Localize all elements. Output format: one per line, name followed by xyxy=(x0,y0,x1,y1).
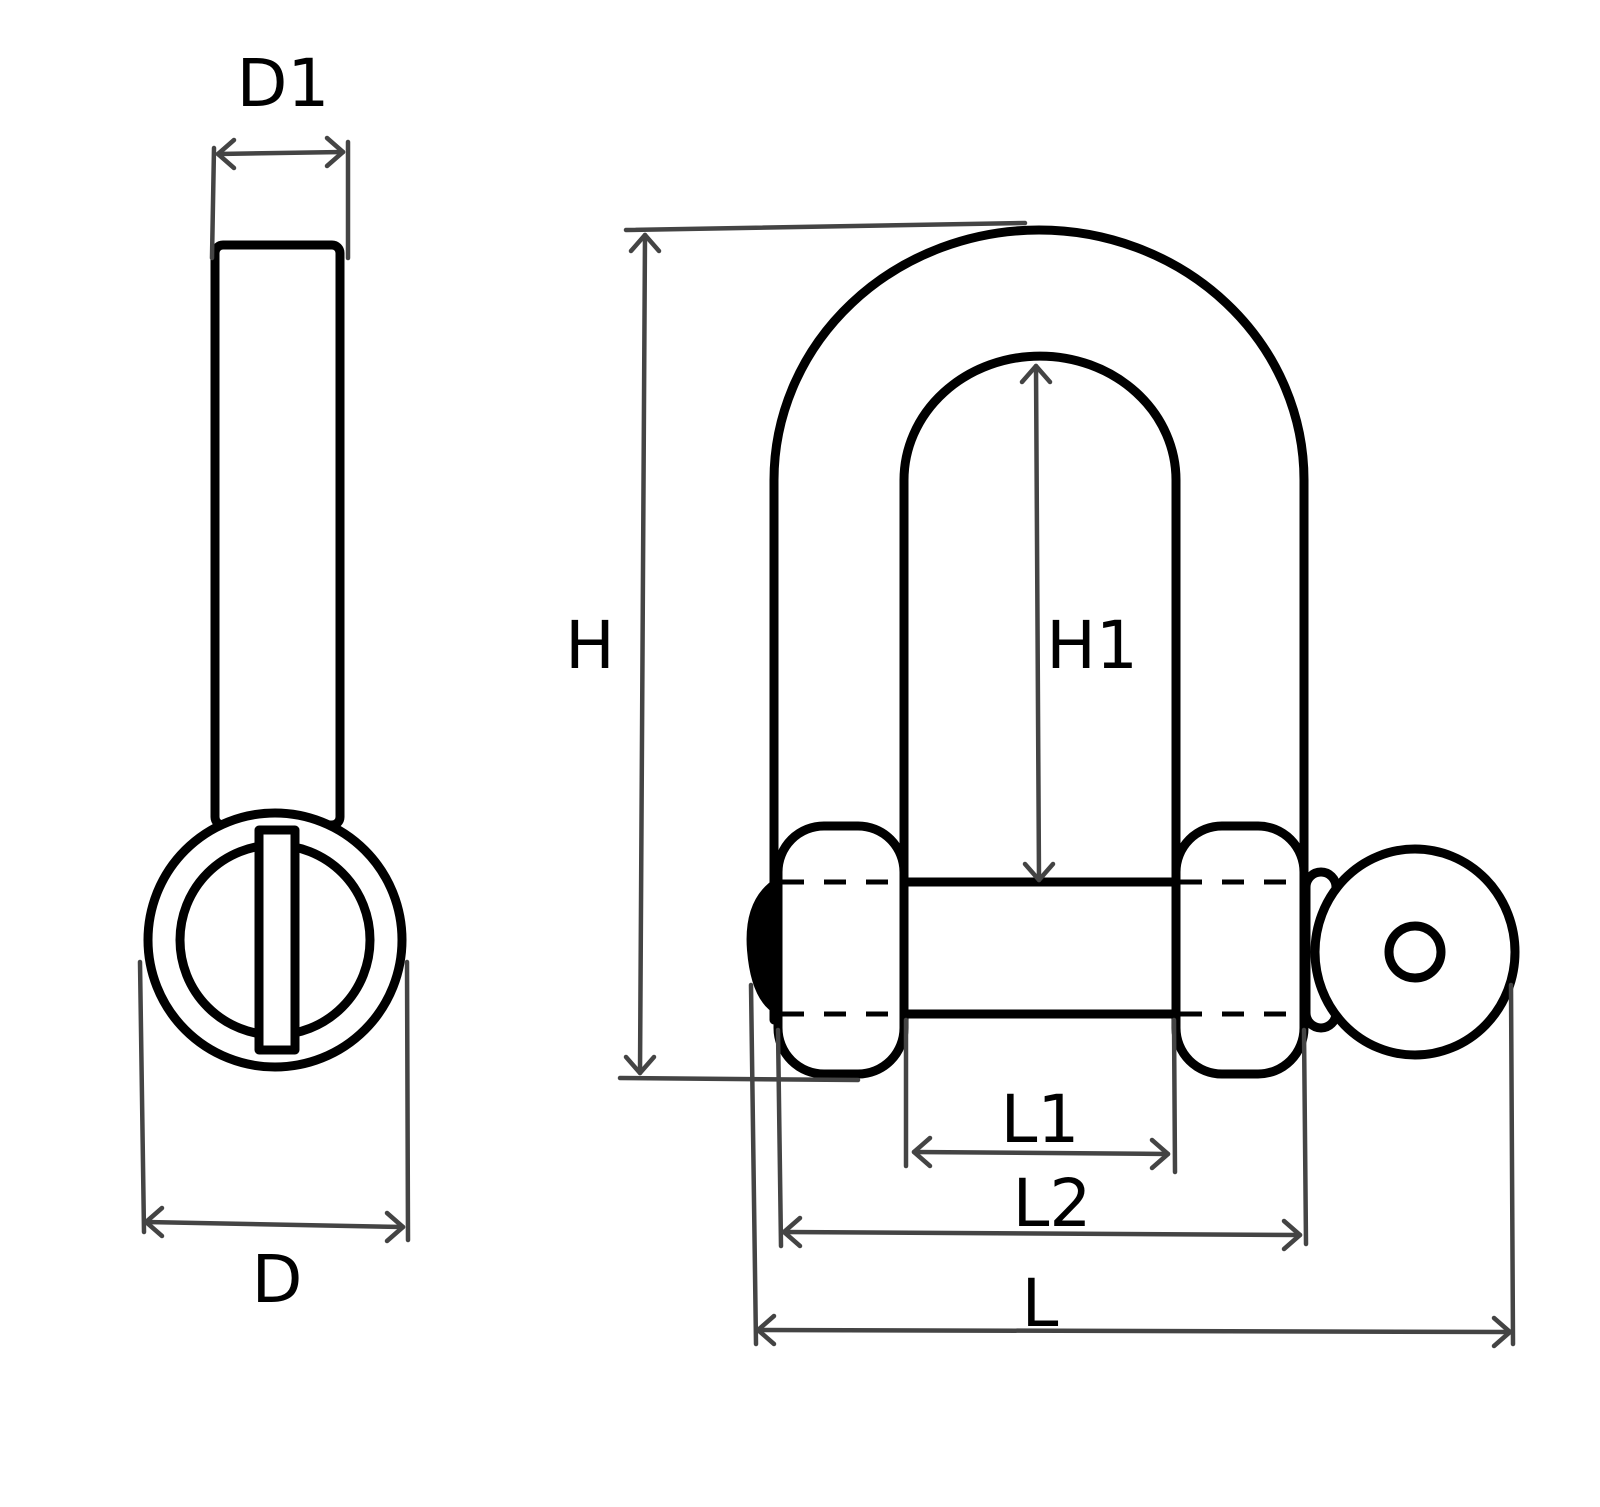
d1-dimension-line xyxy=(215,149,346,157)
dimension-l: L xyxy=(748,982,1516,1349)
pin-head-hole xyxy=(1384,921,1446,983)
side-view-body xyxy=(210,240,345,830)
l1-arrow-left xyxy=(911,1135,933,1169)
l-extension-right xyxy=(1508,982,1516,1347)
dimension-d: D xyxy=(137,959,411,1318)
l1-dimension-line xyxy=(911,1149,1171,1157)
l2-dimension-line xyxy=(781,1229,1303,1238)
l2-label: L2 xyxy=(1013,1165,1092,1242)
l2-extension-left xyxy=(775,1027,784,1249)
h-extension-bottom xyxy=(617,1075,861,1083)
l-arrow-right xyxy=(1491,1315,1513,1349)
d-extension-left xyxy=(137,959,147,1235)
l2-extension-right xyxy=(1301,1027,1309,1247)
d1-extension-left xyxy=(209,145,217,261)
d-arrow-right xyxy=(384,1210,406,1244)
h-arrow-top xyxy=(628,232,662,254)
pin-end-cap xyxy=(746,874,781,1017)
front-view xyxy=(746,225,1520,1079)
pin-shaft xyxy=(899,877,1181,1019)
dimension-h1: H1 xyxy=(1019,363,1138,883)
dimension-h: H xyxy=(565,220,1028,1083)
d1-arrow-left xyxy=(215,137,237,171)
l2-arrow-right xyxy=(1281,1218,1303,1252)
l-dimension-line xyxy=(755,1327,1513,1335)
h1-dimension-line xyxy=(1033,363,1042,883)
l2-arrow-left xyxy=(781,1215,803,1249)
side-view-pin-slot xyxy=(254,825,300,1055)
l1-label: L1 xyxy=(1001,1081,1080,1158)
right-eye xyxy=(1171,821,1309,1079)
h-arrow-bottom xyxy=(623,1054,657,1076)
dimension-l2: L2 xyxy=(775,1027,1309,1252)
l-label: L xyxy=(1022,1265,1059,1342)
d-label: D xyxy=(252,1241,303,1318)
h1-label: H1 xyxy=(1046,607,1138,684)
h1-arrow-top xyxy=(1019,363,1053,385)
h1-arrow-bottom xyxy=(1022,861,1056,883)
dimension-d1: D1 xyxy=(209,45,351,261)
l-extension-left xyxy=(748,982,759,1347)
h-label: H xyxy=(565,607,615,684)
d1-arrow-right xyxy=(324,135,346,169)
d-extension-right xyxy=(404,959,411,1243)
l-arrow-left xyxy=(755,1313,777,1347)
side-view xyxy=(143,240,407,1072)
shackle-bow xyxy=(769,225,1309,1025)
l1-arrow-right xyxy=(1149,1137,1171,1171)
left-eye xyxy=(773,821,909,1079)
h-extension-top xyxy=(623,220,1028,233)
dimension-l1: L1 xyxy=(903,1017,1178,1175)
h-dimension-line xyxy=(637,232,648,1076)
l1-extension-right xyxy=(1171,1017,1178,1175)
d1-label: D1 xyxy=(237,45,330,122)
d-arrow-left xyxy=(143,1205,165,1239)
d-dimension-line xyxy=(143,1219,406,1230)
